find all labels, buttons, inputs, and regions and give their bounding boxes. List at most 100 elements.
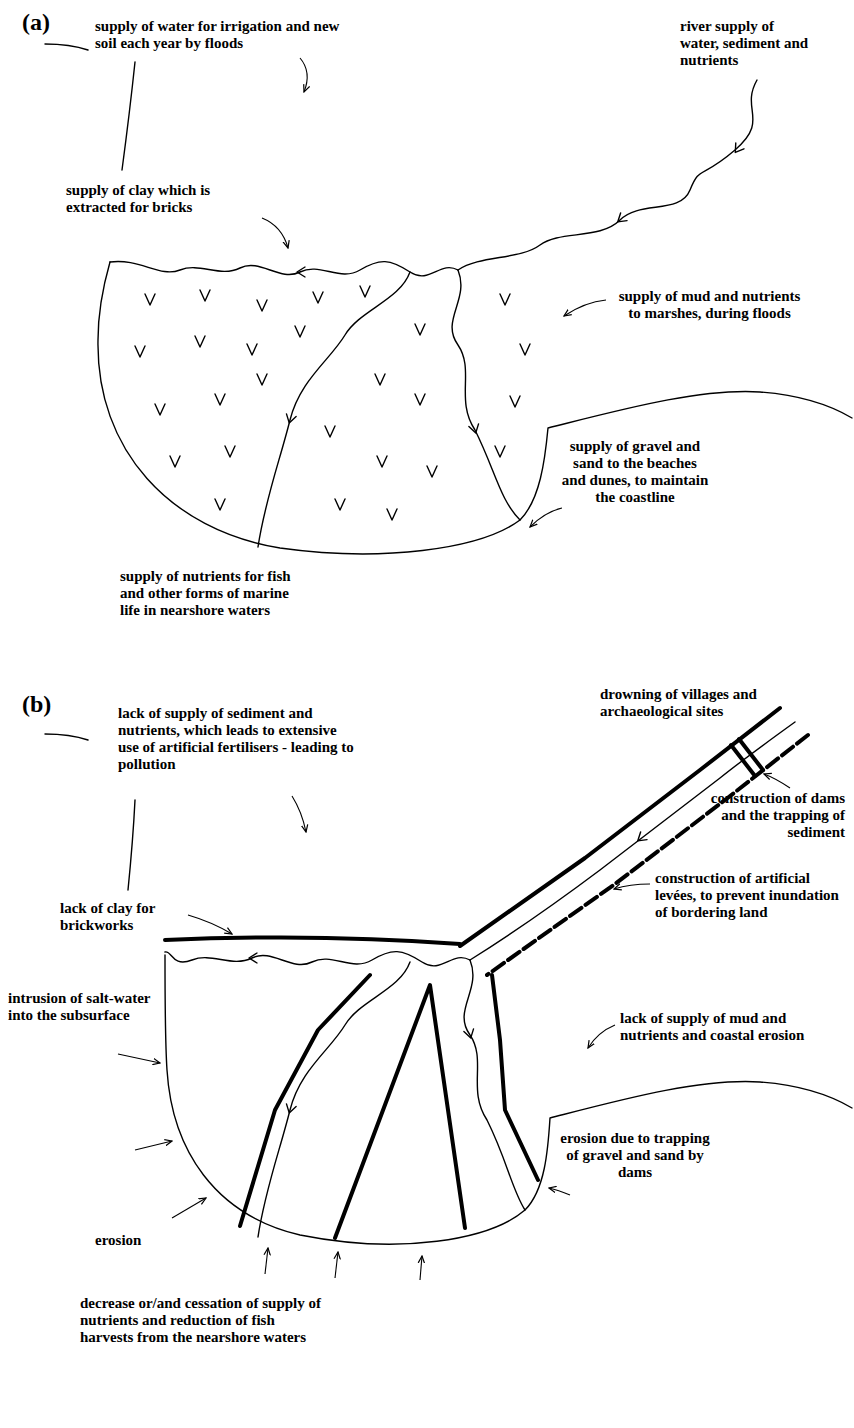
marsh-symbol (215, 499, 225, 510)
delta-outline (98, 262, 852, 554)
annotation-text: supply of clay which is extracted for br… (66, 182, 261, 216)
marsh-symbol (510, 396, 520, 407)
label-box: drowning of villages and archaeological … (600, 686, 840, 720)
flow-chevron (634, 832, 647, 845)
flow-chevron (284, 1104, 296, 1114)
leader-arrow (292, 796, 306, 832)
flow-chevron (614, 213, 627, 226)
annotation-text: erosion due to trapping of gravel and sa… (560, 1130, 710, 1181)
label-box: erosion due to trapping of gravel and sa… (560, 1130, 710, 1181)
annotation-text: supply of water for irrigation and new s… (95, 18, 345, 52)
flow-chevron (249, 953, 257, 963)
annotation-text: decrease or/and cessation of supply of n… (80, 1295, 325, 1346)
marsh-symbol (155, 404, 165, 415)
label-box: lack of supply of sediment and nutrients… (118, 705, 358, 773)
levee (335, 985, 465, 1238)
label-box: construction of artificial levées, to pr… (655, 870, 850, 921)
flow-chevron (464, 1029, 476, 1039)
marsh-symbol (170, 456, 180, 467)
label-box: supply of nutrients for fish and other f… (120, 568, 295, 619)
annotation-text: river supply of water, sediment and nutr… (680, 18, 815, 69)
annotation-text: supply of mud and nutrients to marshes, … (612, 288, 807, 322)
marsh-symbol (257, 374, 267, 385)
label-box: river supply of water, sediment and nutr… (680, 18, 815, 69)
marsh-symbol (415, 324, 425, 335)
label-box: lack of clay for brickworks (60, 900, 185, 934)
leader-arrow (564, 300, 606, 316)
channel (110, 261, 458, 275)
channel (452, 270, 520, 520)
flow-chevron (731, 143, 744, 155)
coastline (45, 734, 88, 740)
label-box: supply of mud and nutrients to marshes, … (612, 288, 807, 322)
panel-letter: (a) (22, 8, 82, 36)
erosion-arrow (172, 1198, 206, 1218)
flow-chevron (469, 424, 481, 434)
marsh-symbol (375, 374, 385, 385)
annotation-text: lack of supply of sediment and nutrients… (118, 705, 358, 773)
leader-arrow (188, 915, 232, 934)
coastline (45, 44, 88, 50)
dam (731, 745, 755, 776)
annotation-text: erosion (95, 1232, 165, 1249)
label-box: supply of clay which is extracted for br… (66, 182, 261, 216)
label-box: erosion (95, 1232, 165, 1249)
label-box: (b) (22, 690, 82, 718)
annotation-text: supply of gravel and sand to the beaches… (560, 438, 710, 506)
annotation-text: intrusion of salt-water into the subsurf… (8, 990, 153, 1024)
delta-natural (45, 44, 852, 554)
flow-chevrons (249, 832, 647, 1114)
marsh-symbol (257, 300, 267, 311)
leader-arrow (588, 1025, 615, 1048)
river (470, 722, 795, 960)
marsh-symbols (135, 286, 530, 520)
label-box: supply of gravel and sand to the beaches… (560, 438, 710, 506)
erosion-arrow (118, 1054, 160, 1063)
marsh-symbol (145, 294, 155, 305)
marsh-symbol (247, 344, 257, 355)
label-box: decrease or/and cessation of supply of n… (80, 1295, 325, 1346)
erosion-arrow (420, 1256, 422, 1280)
levee (240, 975, 370, 1226)
delta-modified (45, 708, 852, 1280)
annotation-text: drowning of villages and archaeological … (600, 686, 840, 720)
flow-chevron (297, 267, 305, 277)
label-box: lack of supply of mud and nutrients and … (620, 1010, 810, 1044)
levee (492, 975, 538, 1180)
marsh-symbol (500, 294, 510, 305)
leader-arrow (530, 508, 562, 527)
marsh-symbol (520, 344, 530, 355)
valley-side (128, 800, 135, 890)
leader-arrow (614, 884, 650, 889)
annotation-text: supply of nutrients for fish and other f… (120, 568, 295, 619)
marsh-symbol (313, 292, 323, 303)
erosion-arrow (335, 1252, 338, 1278)
marsh-symbol (495, 446, 505, 457)
annotation-text: construction of artificial levées, to pr… (655, 870, 850, 921)
leader-arrow (549, 1188, 570, 1195)
leader-arrow (300, 58, 307, 92)
marsh-symbol (377, 456, 387, 467)
leader-arrow (764, 774, 790, 788)
annotation-text: construction of dams and the trapping of… (695, 790, 845, 841)
levee (487, 735, 808, 975)
annotation-text: lack of supply of mud and nutrients and … (620, 1010, 810, 1044)
annotation-text: lack of clay for brickworks (60, 900, 185, 934)
delta-outline (165, 955, 852, 1244)
marsh-symbol (415, 394, 425, 405)
erosion-arrow (265, 1248, 268, 1274)
marsh-symbol (325, 426, 335, 437)
levee (165, 937, 460, 944)
river (458, 80, 757, 270)
label-box: construction of dams and the trapping of… (695, 790, 845, 841)
marsh-symbol (225, 446, 235, 457)
label-box: (a) (22, 8, 82, 36)
flow-chevron (284, 414, 296, 424)
valley-side (122, 62, 135, 170)
panel-letter: (b) (22, 690, 82, 718)
marsh-symbol (215, 394, 225, 405)
marsh-symbol (135, 346, 145, 357)
marsh-symbol (427, 466, 437, 477)
channel (258, 272, 410, 547)
